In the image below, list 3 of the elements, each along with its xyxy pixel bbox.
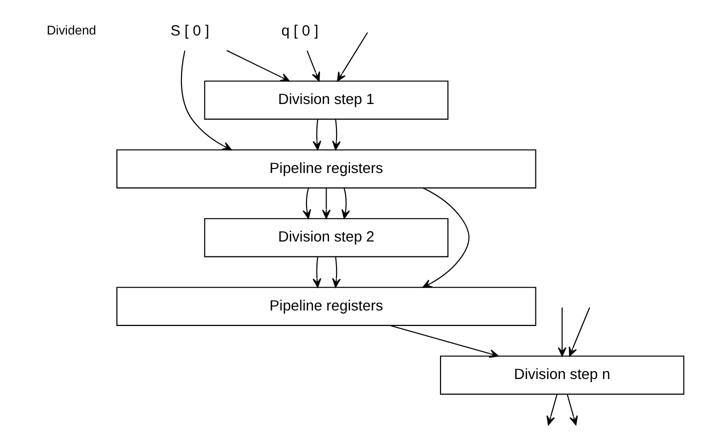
node-text: q [ 0 ] (281, 23, 318, 40)
node-text: S [ 0 ] (170, 23, 210, 40)
label: Dividend (46, 24, 96, 38)
